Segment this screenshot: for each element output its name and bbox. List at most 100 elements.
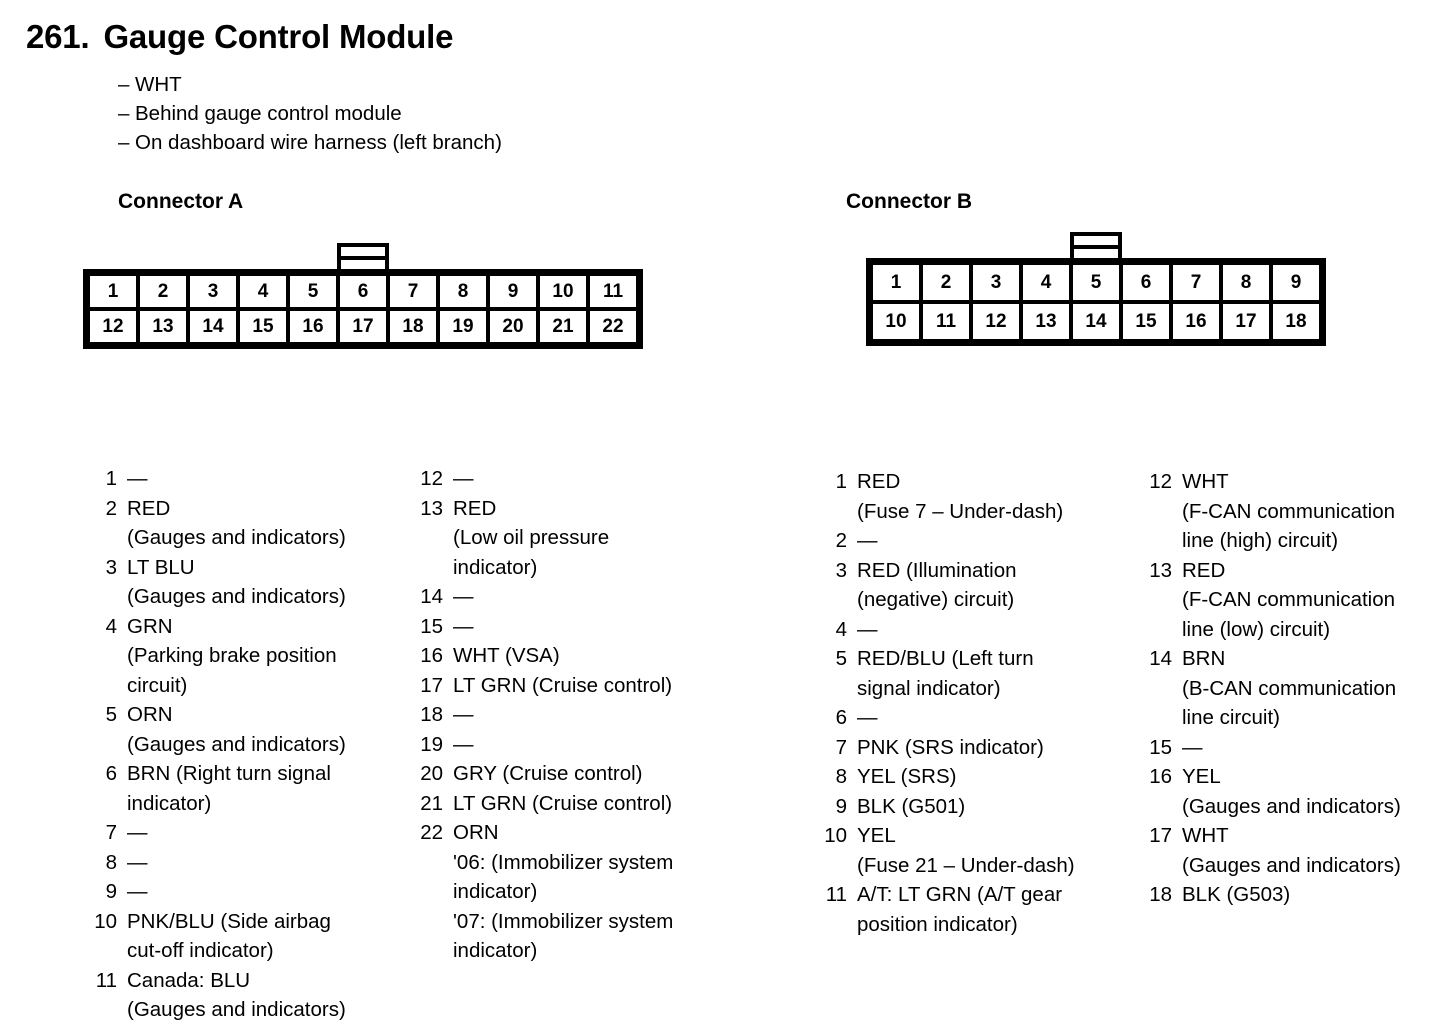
- pin-description-line: '06: (Immobilizer system: [453, 850, 674, 874]
- connector-b-cavity-2[interactable]: 2: [921, 263, 971, 302]
- pin-description: BRN (Right turn signal indicator): [127, 759, 388, 818]
- connector-b-cavity-18[interactable]: 18: [1271, 302, 1321, 341]
- pin-number: 3: [835, 558, 847, 582]
- connector-a-cavity-3[interactable]: 3: [188, 274, 238, 309]
- pin-number: 16: [420, 644, 443, 667]
- connector-a-cavity-5[interactable]: 5: [288, 274, 338, 309]
- connector-b-cavity-11[interactable]: 11: [921, 302, 971, 341]
- connector-a-cavity-12[interactable]: 12: [88, 309, 138, 344]
- connector-a-cavity-11[interactable]: 11: [588, 274, 638, 309]
- connector-b-cavity-14[interactable]: 14: [1071, 302, 1121, 341]
- connector-a-cavity-19[interactable]: 19: [438, 309, 488, 344]
- connector-b-cavity-16[interactable]: 16: [1171, 302, 1221, 341]
- pin-description-line: —: [453, 703, 474, 726]
- pin-description-line: indicator): [127, 791, 212, 815]
- pin-description-line: (Fuse 7 – Under-dash): [857, 499, 1064, 523]
- pin-description-line: signal indicator): [857, 676, 1001, 700]
- page-title-number: 261.: [26, 18, 90, 55]
- connector-b-cavity-12[interactable]: 12: [971, 302, 1021, 341]
- connector-a-pin-8: 8—: [88, 848, 388, 878]
- connector-b-cavity-10[interactable]: 10: [871, 302, 921, 341]
- connector-b-cavity-13[interactable]: 13: [1021, 302, 1071, 341]
- connector-a-cavity-6[interactable]: 6: [338, 274, 388, 309]
- connector-b-pin-15: 15—: [1143, 733, 1438, 763]
- pin-number: 14: [420, 585, 443, 608]
- connector-a-pin-7: 7—: [88, 818, 388, 848]
- pin-number: 4: [105, 614, 117, 638]
- pin-description-line: RED: [1182, 558, 1226, 582]
- connector-a-cavity-17[interactable]: 17: [338, 309, 388, 344]
- pin-description-line: —: [857, 529, 878, 552]
- pin-description: RED (Illumination(negative) circuit): [857, 556, 1108, 615]
- pin-number: 9: [105, 880, 117, 903]
- connector-b-cavity-3[interactable]: 3: [971, 263, 1021, 302]
- pin-description-line: indicator): [453, 555, 538, 579]
- pin-description-line: cut-off indicator): [127, 939, 274, 962]
- pin-description-line: —: [857, 617, 878, 641]
- connector-b-cavity-8[interactable]: 8: [1221, 263, 1271, 302]
- connector-b-cavity-9[interactable]: 9: [1271, 263, 1321, 302]
- connector-a-pin-15: 15—: [414, 612, 714, 642]
- connector-a-cavity-7[interactable]: 7: [388, 274, 438, 309]
- pin-description-line: (Low oil pressure: [453, 526, 610, 549]
- connector-b-cavity-5[interactable]: 5: [1071, 263, 1121, 302]
- pin-number: 1: [105, 467, 117, 490]
- pin-number: 3: [105, 555, 117, 579]
- pin-number: 5: [835, 647, 847, 670]
- connector-a-cavity-14[interactable]: 14: [188, 309, 238, 344]
- connector-a-cavity-8[interactable]: 8: [438, 274, 488, 309]
- connector-a-cavity-9[interactable]: 9: [488, 274, 538, 309]
- connector-b-cavity-17[interactable]: 17: [1221, 302, 1271, 341]
- pin-number: 9: [835, 794, 847, 818]
- connector-a-cavity-15[interactable]: 15: [238, 309, 288, 344]
- pin-description-line: (F-CAN communication: [1182, 588, 1396, 611]
- connector-a-cavity-13[interactable]: 13: [138, 309, 188, 344]
- connector-a-cavity-2[interactable]: 2: [138, 274, 188, 309]
- connector-b-cavity-4[interactable]: 4: [1021, 263, 1071, 302]
- connector-a-cavity-20[interactable]: 20: [488, 309, 538, 344]
- connector-a-cavity-21[interactable]: 21: [538, 309, 588, 344]
- pin-number: 13: [1149, 558, 1172, 582]
- connector-b-cavity-15[interactable]: 15: [1121, 302, 1171, 341]
- connector-a-cavity-22[interactable]: 22: [588, 309, 638, 344]
- connector-a-cavity-1[interactable]: 1: [88, 274, 138, 309]
- connector-b-cavity-1[interactable]: 1: [871, 263, 921, 302]
- pin-description: YEL(Fuse 21 – Under-dash): [857, 821, 1108, 880]
- pin-description: —: [127, 877, 388, 907]
- pin-number: 7: [105, 821, 117, 844]
- pin-description-line: WHT: [1182, 824, 1229, 847]
- pin-description: —: [127, 464, 388, 494]
- pin-description-line: BRN: [1182, 647, 1226, 670]
- pin-description-line: (Gauges and indicators): [1182, 853, 1401, 877]
- connector-b-cavity-7[interactable]: 7: [1171, 263, 1221, 302]
- pin-description-line: BLK (G503): [1182, 883, 1291, 906]
- connector-a-cavity-16[interactable]: 16: [288, 309, 338, 344]
- pin-number: 1: [835, 470, 847, 493]
- connector-a-cavity-18[interactable]: 18: [388, 309, 438, 344]
- connector-b-cavity-6[interactable]: 6: [1121, 263, 1171, 302]
- pin-description-line: PNK/BLU (Side airbag: [127, 909, 331, 933]
- pin-number: 14: [1149, 647, 1172, 670]
- pin-description-line: (F-CAN communication: [1182, 499, 1396, 523]
- connector-a-cavity-10[interactable]: 10: [538, 274, 588, 309]
- connector-a-cavity-4[interactable]: 4: [238, 274, 288, 309]
- pin-description: PNK (SRS indicator): [857, 733, 1108, 763]
- pin-description-line: '07: (Immobilizer system: [453, 909, 674, 933]
- pin-description-line: BRN (Right turn signal: [127, 762, 331, 785]
